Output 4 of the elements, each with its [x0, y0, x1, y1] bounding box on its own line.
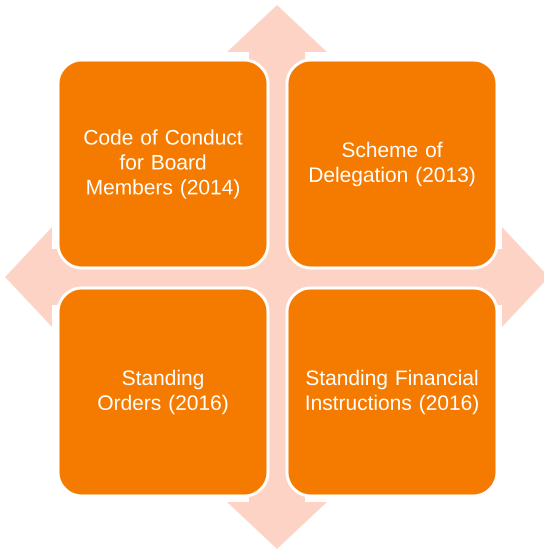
rounded-box: Standing Orders (2016)	[56, 286, 270, 498]
rounded-box: Standing Financial Instructions (2016)	[286, 286, 498, 498]
rounded-box: Scheme of Delegation (2013)	[286, 58, 498, 270]
rounded-box: Code of Conduct for Board Members (2014)	[56, 58, 270, 270]
